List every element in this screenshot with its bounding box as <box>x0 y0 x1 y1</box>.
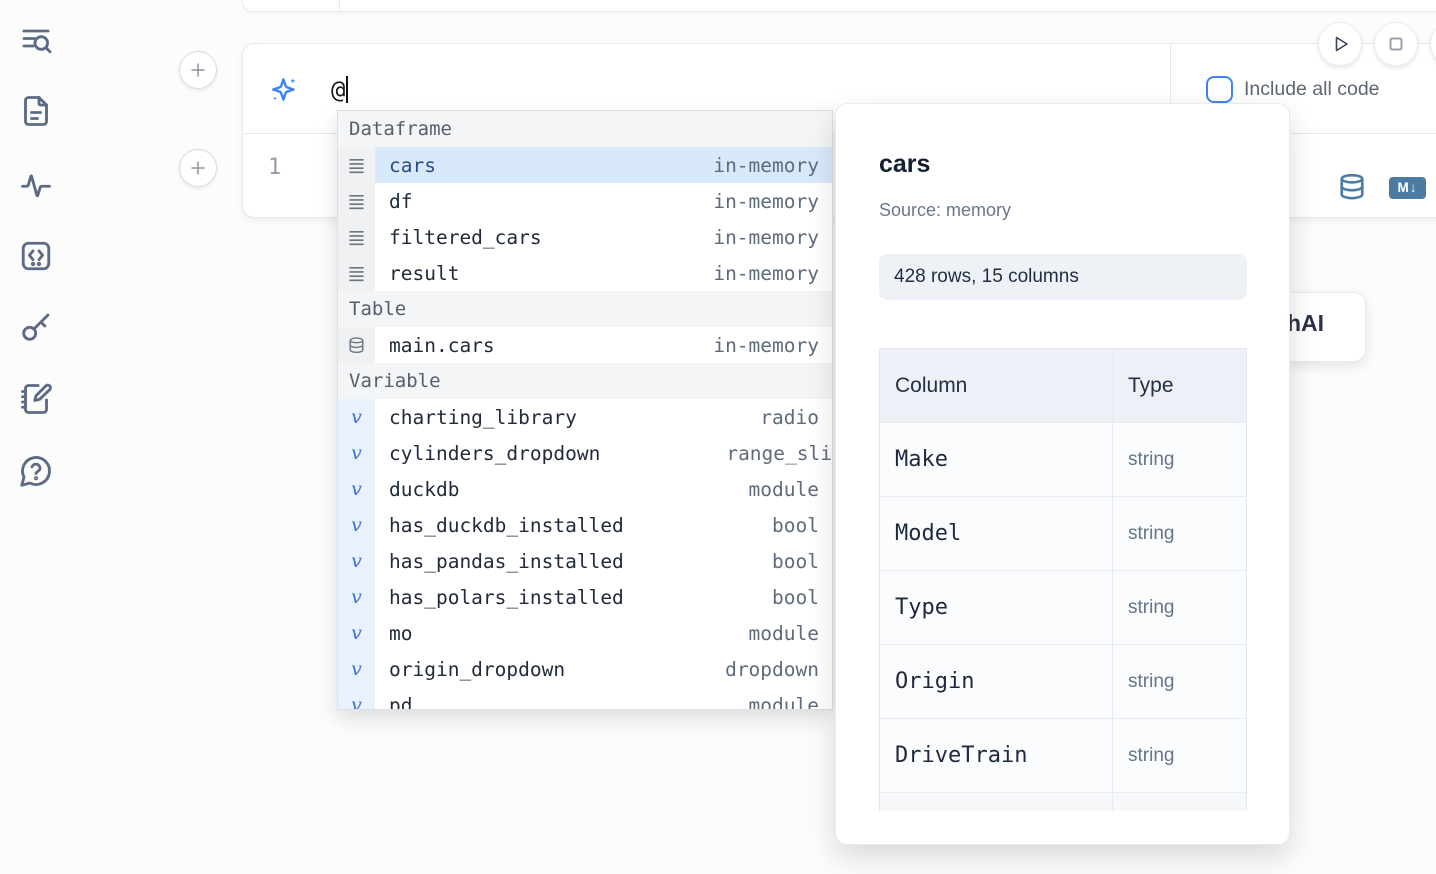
file-document-icon[interactable] <box>18 93 54 129</box>
dataframe-icon <box>338 255 375 291</box>
dataframe-icon <box>338 183 375 219</box>
table-row: Make string <box>880 423 1246 497</box>
ai-floating-button-label: AI <box>1301 310 1324 336</box>
stop-button[interactable] <box>1374 22 1418 66</box>
variable-icon: v <box>338 687 375 709</box>
preview-title: cars <box>879 150 931 178</box>
sidebar <box>0 0 72 874</box>
preview-shape-badge: 428 rows, 15 columns <box>879 254 1247 300</box>
table-row: Type string <box>880 571 1246 645</box>
variable-icon: v <box>338 507 375 543</box>
database-icon[interactable] <box>1337 172 1367 202</box>
divider <box>1170 44 1171 134</box>
add-cell-button-top[interactable] <box>179 51 217 89</box>
key-icon[interactable] <box>18 309 54 345</box>
preview-schema-table: Column Type Make string Model string Typ… <box>879 348 1247 811</box>
section-header-dataframe: Dataframe <box>338 111 832 147</box>
table-row: Model string <box>880 497 1246 571</box>
scratchpad-notebook-icon[interactable] <box>18 381 54 417</box>
activity-icon[interactable] <box>18 166 54 202</box>
run-cell-button[interactable] <box>1318 22 1362 66</box>
variable-icon: v <box>338 651 375 687</box>
ai-prompt-input[interactable]: @ <box>331 76 349 104</box>
variable-icon: v <box>338 399 375 435</box>
variable-icon: v <box>338 471 375 507</box>
dataframe-icon <box>338 147 375 183</box>
list-search-icon[interactable] <box>18 22 54 58</box>
table-database-icon <box>338 327 375 363</box>
section-header-variable: Variable <box>338 363 832 399</box>
variable-icon: v <box>338 579 375 615</box>
preview-source: Source: memory <box>879 200 1012 220</box>
variable-icon: v <box>338 615 375 651</box>
line-number: 1 <box>268 155 282 180</box>
table-row: DriveTrain string <box>880 719 1246 793</box>
table-row-partial <box>880 793 1246 811</box>
sparkles-ai-icon <box>269 75 299 105</box>
ai-floating-button[interactable]: h AI <box>1278 292 1366 362</box>
table-row: Origin string <box>880 645 1246 719</box>
snippets-code-icon[interactable] <box>18 238 54 274</box>
section-header-table: Table <box>338 291 832 327</box>
include-all-code-checkbox[interactable] <box>1206 76 1233 103</box>
variable-icon: v <box>338 435 375 471</box>
variable-icon: v <box>338 543 375 579</box>
ai-floating-button-partial-text: h <box>1287 310 1302 336</box>
add-cell-button-bottom[interactable] <box>179 149 217 187</box>
help-chat-icon[interactable] <box>18 453 54 489</box>
code-cell[interactable]: 1 M↓ <box>243 134 1436 218</box>
divider <box>339 0 340 11</box>
text-caret <box>346 76 349 103</box>
previous-cell-edge <box>242 0 1436 12</box>
table-header-row: Column Type <box>880 349 1246 423</box>
dataframe-preview-panel: cars Source: memory 428 rows, 15 columns… <box>835 103 1290 845</box>
include-all-code-label[interactable]: Include all code <box>1244 78 1380 100</box>
dataframe-icon <box>338 219 375 255</box>
markdown-badge-icon[interactable]: M↓ <box>1389 177 1426 199</box>
